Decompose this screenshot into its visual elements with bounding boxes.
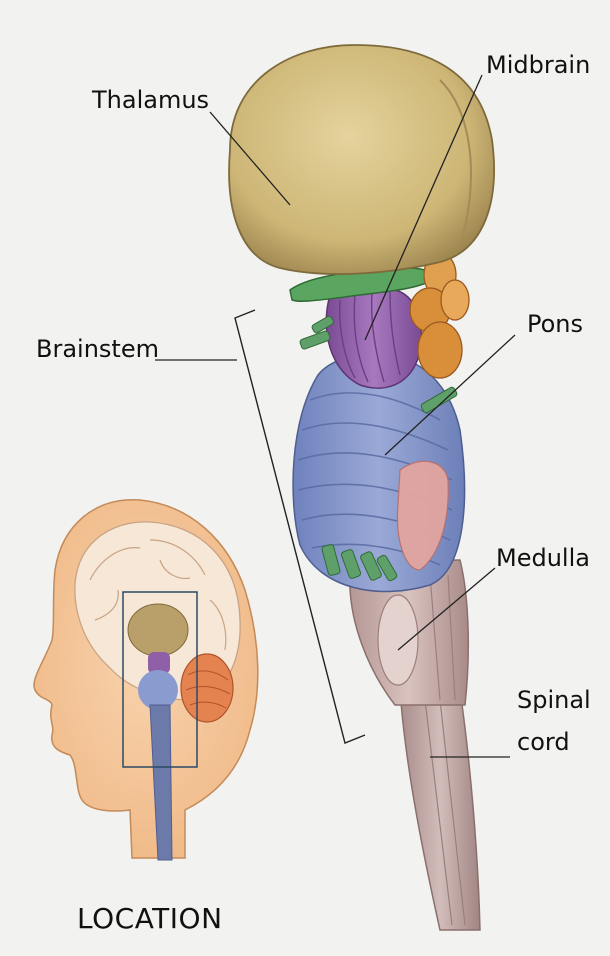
cerebellum-shape	[181, 654, 233, 722]
label-brainstem: Brainstem	[36, 335, 159, 363]
brainstem-illustration	[229, 45, 494, 930]
label-spinal-line2: cord	[517, 728, 570, 756]
spinal-cord-shape	[400, 690, 480, 930]
label-medulla: Medulla	[496, 544, 590, 572]
location-inset	[34, 500, 258, 860]
label-thalamus: Thalamus	[91, 86, 209, 114]
label-location: LOCATION	[77, 902, 223, 935]
label-midbrain: Midbrain	[486, 51, 590, 79]
thalamus-shape	[229, 45, 494, 274]
label-pons: Pons	[527, 310, 583, 338]
label-spinal-line1: Spinal	[517, 686, 591, 714]
